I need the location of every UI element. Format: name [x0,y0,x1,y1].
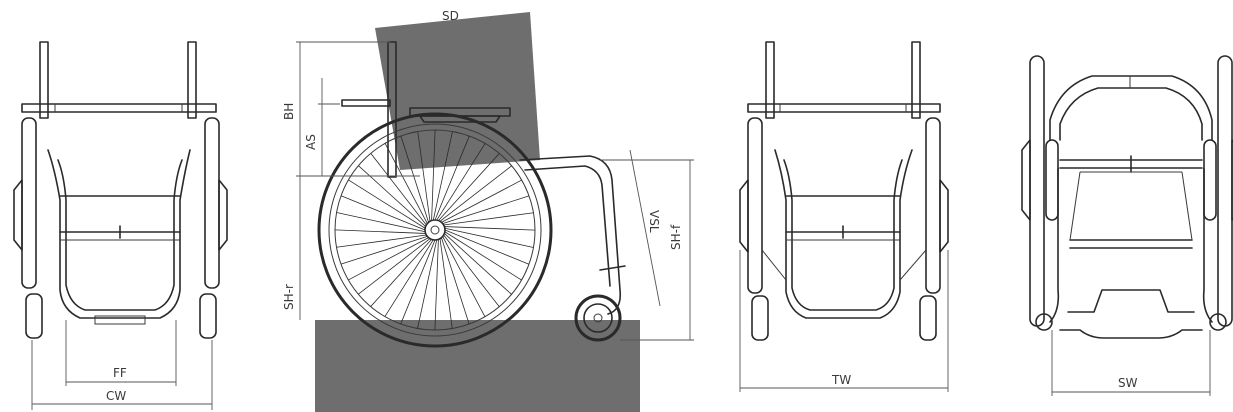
wheel-spoke [336,234,427,248]
top-view: SW [1021,55,1233,396]
as-label: AS [304,134,318,150]
wheel-spoke [442,236,486,317]
sw-label: SW [1118,376,1138,390]
wheel-spoke [439,165,512,222]
wheel-spoke [370,239,432,307]
wheel-spoke [444,229,530,265]
shr-label: SH-r [282,284,296,310]
wheel-spoke [358,238,431,295]
vsl-label: VSL [647,210,661,233]
wheel-spoke [441,179,522,223]
wheel-spoke [431,129,436,221]
wheel-spoke [444,227,534,248]
wheel-spoke [384,239,434,317]
wheel-spoke [444,226,536,231]
wheel-spoke [444,231,522,281]
wheel-spoke [434,239,439,331]
tw-label: TW [831,373,851,387]
wheel-spoke [370,153,427,226]
ff-label: FF [113,366,127,380]
wheel-spoke [348,179,426,229]
front-caster [574,294,622,342]
wheel-spoke [443,234,500,307]
wheel-spoke [400,135,429,223]
wheel-spoke [340,236,428,265]
wheel-spoke [336,212,426,233]
wheel-spoke [438,153,500,221]
wheel-spoke [400,239,436,325]
wheel-spoke [439,238,453,329]
wheel-spoke [444,233,512,295]
side-view: SD BH AS SH-r VSL SH-f [282,9,694,412]
base-shading [315,320,640,412]
wheel-spoke [434,135,470,221]
rear-wheel [317,112,553,348]
wheel-spoke [334,229,426,234]
wheel-spoke [442,195,530,224]
wheel-spoke [340,195,426,231]
shf-label: SH-f [669,224,683,250]
wheel-spoke [348,237,429,281]
wheel-spoke [432,131,453,221]
backrest-shading [375,12,540,170]
wheel-spoke [358,165,426,227]
wheel-spoke [443,212,534,226]
wheel-spoke [417,131,431,222]
front-view-2: TW [739,41,949,392]
wheel-spoke [417,239,438,329]
sd-label: SD [442,9,459,23]
wheel-spoke [436,143,486,221]
wheel-spoke [441,237,470,325]
bh-label: BH [282,103,296,120]
cw-label: CW [106,389,126,403]
wheel-spoke [384,143,428,224]
front-view-1: FF CW [13,41,228,410]
